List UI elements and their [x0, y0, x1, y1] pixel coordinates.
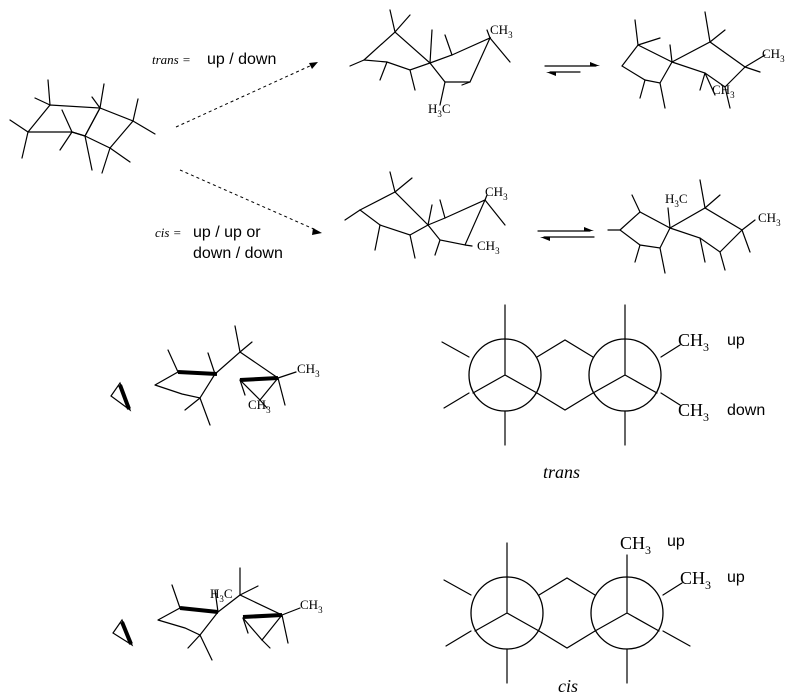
dotted-arrow-to-trans	[175, 62, 318, 128]
decalin-chair-generic	[9, 79, 156, 174]
trans-decalin-chair-1: CH3 H3C	[349, 9, 513, 119]
ch3-label: CH3	[712, 82, 735, 100]
viewpoint-eye-icon	[110, 381, 132, 412]
ch3-label: CH3	[248, 397, 271, 415]
trans-newman-projection: CH3 up CH3 down trans	[441, 304, 765, 482]
ch3-label: CH3	[680, 568, 711, 592]
ch3-label: CH3	[758, 210, 781, 228]
cis-desc-line1: up / up or	[193, 224, 261, 241]
dotted-arrow-to-cis	[179, 169, 322, 235]
ch3-label: CH3	[620, 533, 651, 557]
cis-desc-line2: down / down	[193, 245, 283, 262]
trans-lead-label: trans =	[152, 52, 191, 67]
up-label: up	[667, 533, 685, 550]
trans-definition: trans = up / down	[152, 51, 276, 68]
down-label: down	[727, 402, 765, 419]
ch3-label: CH3	[490, 22, 513, 40]
cis-decalin-perspective: H3C CH3	[157, 567, 323, 661]
trans-decalin-perspective: CH3 CH3	[154, 325, 320, 426]
ch3-label: CH3	[477, 238, 500, 256]
cis-lead-label: cis =	[155, 225, 181, 240]
trans-caption: trans	[543, 462, 580, 482]
ch3-label: CH3	[300, 597, 323, 615]
trans-equilibrium-arrows	[544, 62, 600, 76]
cis-decalin-chair-1: CH3 CH3	[344, 171, 508, 259]
cis-newman-projection: CH3 up CH3 up cis	[443, 533, 745, 696]
ch3-label: CH3	[297, 361, 320, 379]
viewpoint-eye-icon	[112, 618, 134, 647]
ch3-label: CH3	[762, 46, 785, 64]
up-label: up	[727, 569, 745, 586]
cis-equilibrium-arrows	[537, 227, 595, 241]
ch3-label: CH3	[678, 330, 709, 354]
ch3-label: CH3	[678, 400, 709, 424]
cis-definition: cis = up / up or down / down	[155, 224, 283, 262]
ch3-label: CH3	[485, 184, 508, 202]
trans-decalin-chair-2: CH3 CH3	[621, 11, 785, 109]
h3c-label: H3C	[428, 101, 451, 119]
up-label: up	[727, 332, 745, 349]
trans-desc-label: up / down	[207, 51, 276, 68]
cis-caption: cis	[558, 676, 578, 696]
cis-decalin-chair-2: H3C CH3	[607, 179, 781, 274]
h3c-label: H3C	[210, 586, 233, 604]
h3c-label: H3C	[665, 191, 688, 209]
